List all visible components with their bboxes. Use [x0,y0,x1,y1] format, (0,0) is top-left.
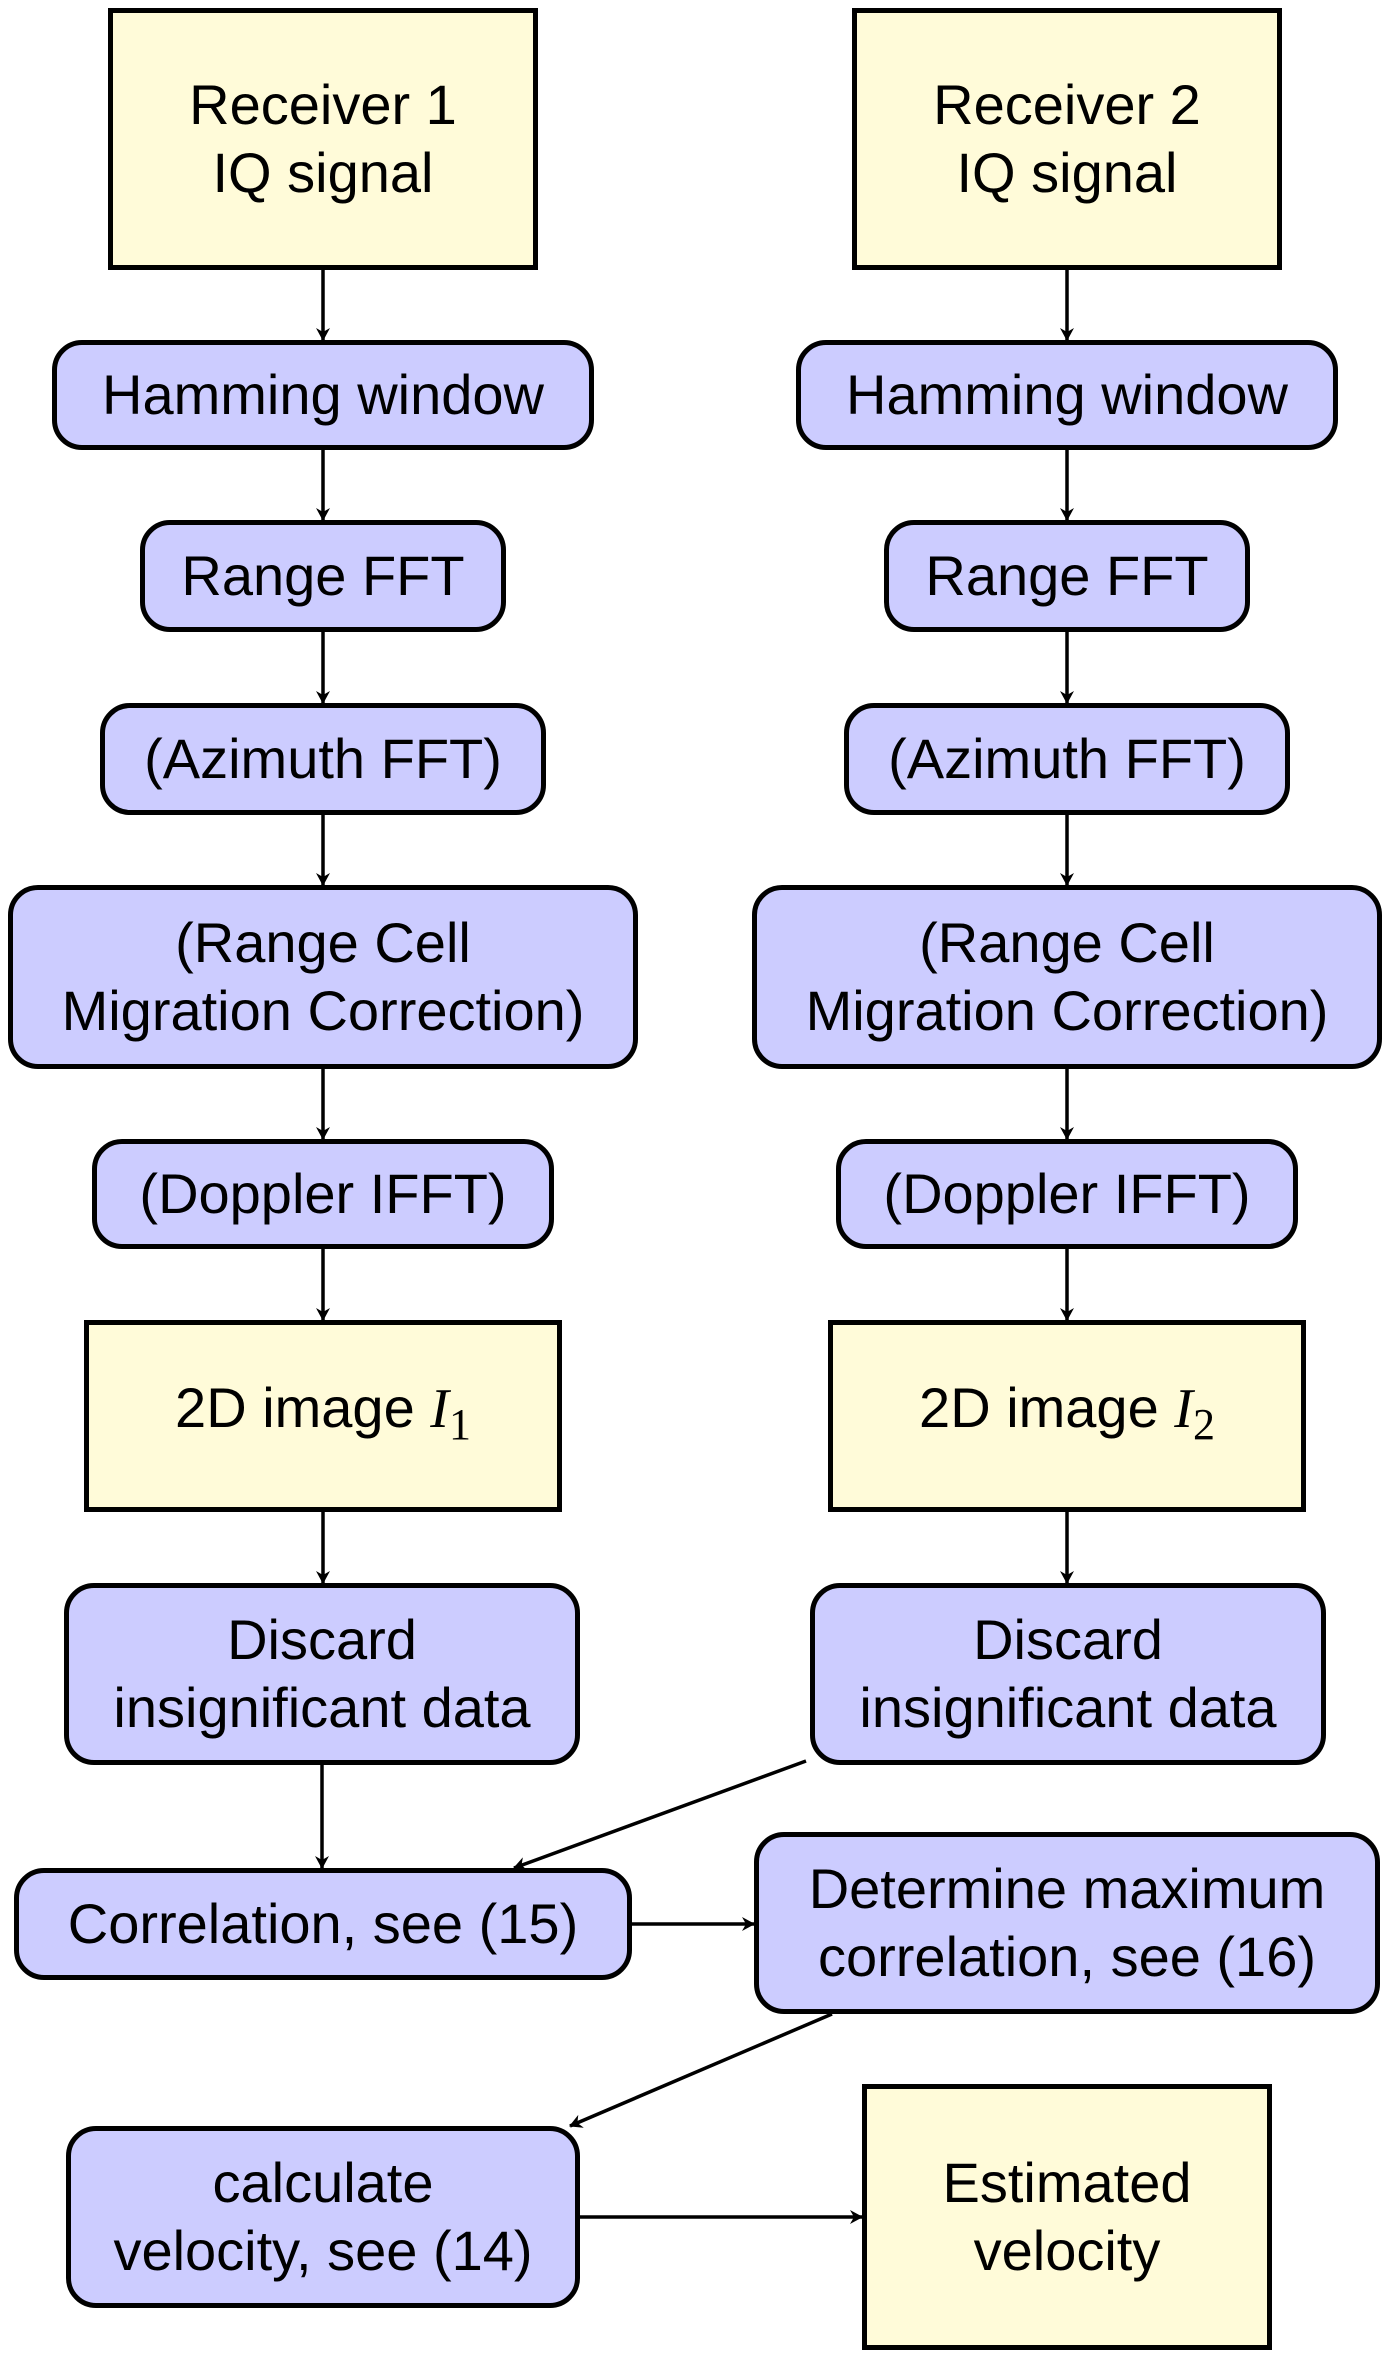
range-fft-2-label: Range FFT [925,544,1209,607]
estimated-velocity-node: Estimated velocity [862,2084,1272,2350]
receiver-1-node: Receiver 1 IQ signal [108,8,538,270]
max-correlation-node: Determine maximum correlation, see (16) [754,1832,1380,2014]
hamming-window-1-label: Hamming window [102,363,544,426]
image-1-symbol: I [430,1377,449,1440]
discard-2-node: Discard insignificant data [810,1583,1326,1765]
receiver-1-label: Receiver 1 IQ signal [189,73,457,204]
hamming-window-1-node: Hamming window [52,340,594,450]
doppler-ifft-1-node: (Doppler IFFT) [92,1139,554,1249]
image-2-text: 2D image [919,1375,1175,1439]
image-2-node: 2D image I2 [828,1320,1306,1512]
max-correlation-label: Determine maximum correlation, see (16) [808,1857,1326,1988]
hamming-window-2-label: Hamming window [846,363,1288,426]
estimated-velocity-label: Estimated velocity [942,2151,1192,2282]
azimuth-fft-1-node: (Azimuth FFT) [100,703,546,815]
doppler-ifft-1-label: (Doppler IFFT) [139,1162,507,1225]
correlation-label: Correlation, see (15) [67,1892,579,1955]
hamming-window-2-node: Hamming window [796,340,1338,450]
receiver-2-node: Receiver 2 IQ signal [852,8,1282,270]
image-1-text: 2D image [175,1375,431,1439]
discard-1-label: Discard insignificant data [113,1608,531,1739]
image-2-label: 2D image I2 [919,1374,1215,1459]
arrow-discard-2-to-correlation [513,1759,807,1871]
azimuth-fft-2-node: (Azimuth FFT) [844,703,1290,815]
range-fft-2-node: Range FFT [884,520,1250,632]
discard-2-label: Discard insignificant data [859,1608,1277,1739]
azimuth-fft-2-label: (Azimuth FFT) [888,727,1246,790]
calc-velocity-label: calculate velocity, see (14) [113,2151,533,2282]
image-2-subscript: 2 [1192,1399,1215,1449]
rcmc-1-label: (Range Cell Migration Correction) [61,911,585,1042]
range-fft-1-label: Range FFT [181,544,465,607]
rcmc-2-node: (Range Cell Migration Correction) [752,885,1382,1069]
doppler-ifft-2-label: (Doppler IFFT) [883,1162,1251,1225]
calc-velocity-node: calculate velocity, see (14) [66,2126,580,2308]
range-fft-1-node: Range FFT [140,520,506,632]
correlation-node: Correlation, see (15) [14,1868,632,1980]
image-1-label: 2D image I1 [175,1374,471,1459]
azimuth-fft-1-label: (Azimuth FFT) [144,727,502,790]
rcmc-1-node: (Range Cell Migration Correction) [8,885,638,1069]
arrow-max-correlation-to-calc-velocity [569,2012,833,2128]
rcmc-2-label: (Range Cell Migration Correction) [805,911,1329,1042]
image-1-subscript: 1 [448,1399,471,1449]
discard-1-node: Discard insignificant data [64,1583,580,1765]
image-2-symbol: I [1174,1377,1193,1440]
receiver-2-label: Receiver 2 IQ signal [933,73,1201,204]
doppler-ifft-2-node: (Doppler IFFT) [836,1139,1298,1249]
image-1-node: 2D image I1 [84,1320,562,1512]
